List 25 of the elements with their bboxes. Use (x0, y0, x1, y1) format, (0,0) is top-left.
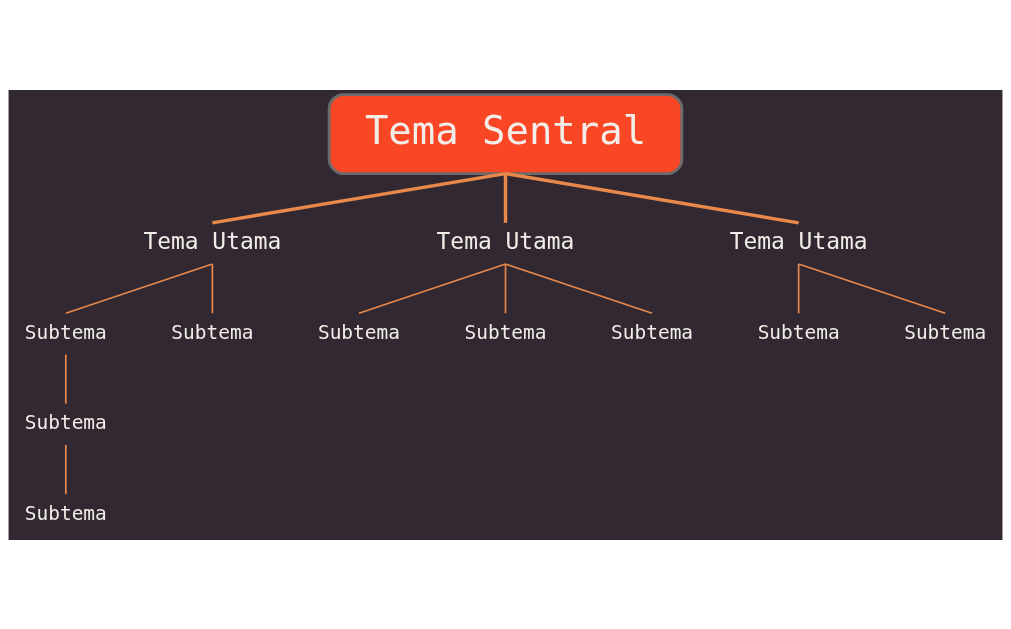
node-text: Subtema (24, 410, 107, 434)
node-text: Subtema (24, 501, 107, 524)
connector (64, 443, 67, 495)
connector (211, 262, 214, 314)
node-text: Subtema (171, 320, 254, 344)
node-text: Tema Utama (436, 227, 575, 254)
node-box: Tema Sentral (327, 92, 684, 175)
node-text: Subtema (904, 320, 987, 344)
connector (503, 173, 508, 223)
node-text: Subtema (317, 320, 400, 344)
connector (64, 353, 67, 405)
connector (797, 262, 947, 314)
node-text: Tema Utama (143, 227, 282, 254)
connector (504, 262, 507, 314)
connector (212, 171, 506, 224)
connector (64, 262, 214, 314)
connector (505, 171, 799, 224)
node-text: Subtema (611, 320, 694, 344)
connector (358, 262, 507, 314)
connector (797, 262, 800, 314)
node-text: Subtema (757, 320, 840, 344)
connector (504, 262, 653, 314)
node-text: Tema Utama (729, 227, 868, 254)
node-text: Subtema (464, 320, 547, 344)
node-text: Subtema (24, 320, 107, 344)
